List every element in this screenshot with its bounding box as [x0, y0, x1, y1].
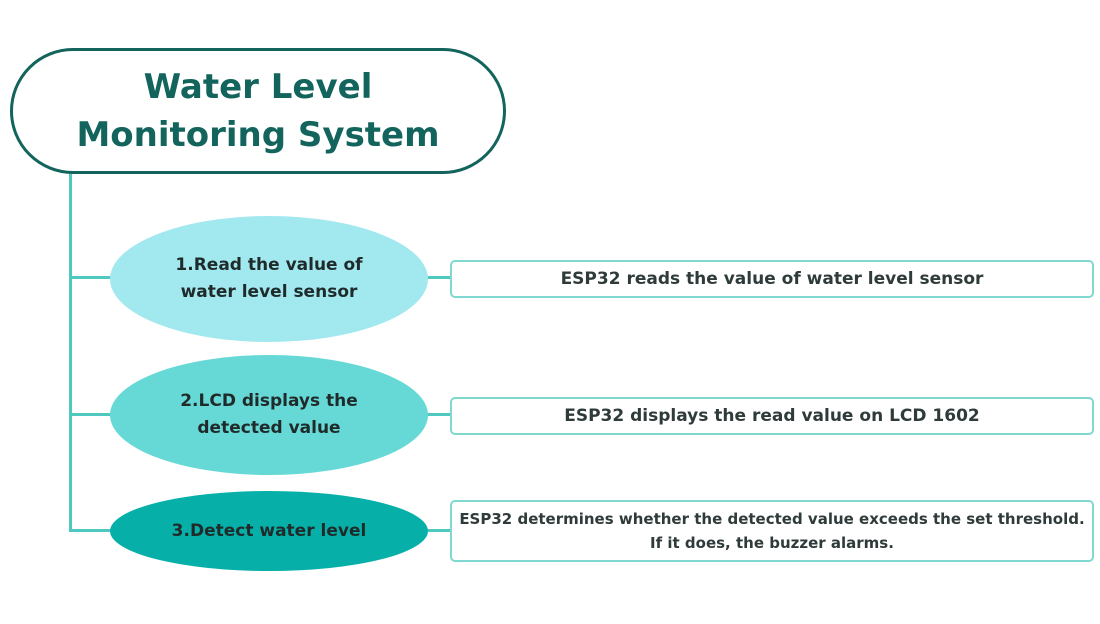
title-node: Water Level Monitoring System — [10, 48, 506, 174]
trunk-connector — [69, 174, 72, 531]
step-node-2: 2.LCD displays the detected value — [110, 355, 428, 475]
step-1-label-line-2: water level sensor — [180, 282, 358, 302]
step-node-3: 3.Detect water level — [110, 491, 428, 571]
step-3-description-line-2: If it does, the buzzer alarms. — [650, 534, 894, 552]
branch-connector-1 — [69, 276, 119, 279]
step-3-description: ESP32 determines whether the detected va… — [450, 500, 1094, 562]
branch-connector-2 — [69, 413, 119, 416]
link-connector-2 — [426, 413, 452, 416]
title-line-2: Monitoring System — [76, 115, 440, 155]
step-1-label-line-1: 1.Read the value of — [175, 255, 363, 275]
step-2-label-line-1: 2.LCD displays the — [180, 391, 358, 411]
step-2-description: ESP32 displays the read value on LCD 160… — [450, 397, 1094, 435]
link-connector-1 — [426, 276, 452, 279]
step-3-label-line-1: 3.Detect water level — [171, 520, 367, 541]
link-connector-3 — [426, 529, 452, 532]
step-1-description: ESP32 reads the value of water level sen… — [450, 260, 1094, 298]
title-line-1: Water Level — [143, 67, 373, 107]
step-2-description-line-1: ESP32 displays the read value on LCD 160… — [564, 406, 980, 426]
branch-connector-3 — [69, 529, 119, 532]
step-1-description-line-1: ESP32 reads the value of water level sen… — [560, 269, 984, 289]
step-2-label-line-2: detected value — [197, 418, 341, 438]
step-node-1: 1.Read the value of water level sensor — [110, 216, 428, 342]
step-3-description-line-1: ESP32 determines whether the detected va… — [459, 510, 1085, 528]
